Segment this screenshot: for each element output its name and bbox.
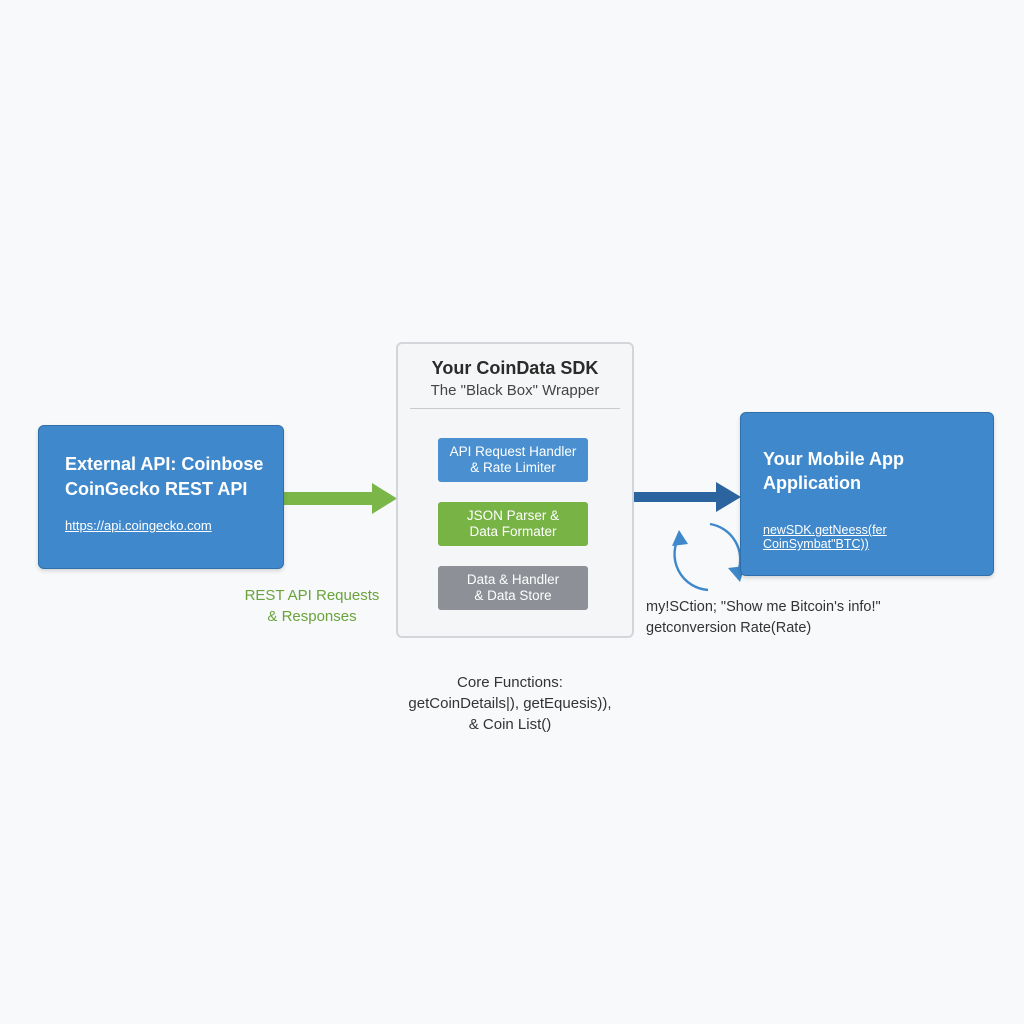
rest-arrow [284, 483, 397, 514]
rest-api-label: REST API Requests & Responses [232, 585, 392, 627]
sdk-title: Your CoinData SDK [431, 358, 599, 378]
mobile-app-sdk-call: newSDK.getNeess(fer CoinSymbat"BTC)) [763, 523, 887, 551]
core-functions-line2: getCoinDetails|), getEquesis)), [408, 695, 612, 712]
core-functions-line3: & Coin List() [468, 716, 552, 733]
module-json-parser: JSON Parser & Data Formater [438, 502, 588, 546]
external-api-url[interactable]: https://api.coingecko.com [65, 518, 212, 533]
module-data-store: Data & Handler & Data Store [438, 566, 588, 610]
mobile-app-title-line1: Your Mobile App [763, 449, 904, 469]
external-api-title-line1: External API: Coinbose [65, 454, 264, 474]
external-api-title-line2: CoinGecko REST API [65, 479, 248, 499]
module-api-request-handler: API Request Handler & Rate Limiter [438, 438, 588, 482]
core-functions-line1: Core Functions: [457, 674, 563, 691]
core-functions-label: Core Functions: getCoinDetails|), getEqu… [388, 672, 632, 735]
user-action-line2: getconversion Rate(Rate) [646, 620, 812, 636]
user-action-line1: my!SCtion; "Show me Bitcoin's info!" [646, 599, 881, 615]
external-api-box: External API: Coinbose CoinGecko REST AP… [38, 425, 284, 569]
rest-api-label-line1: REST API Requests [244, 587, 380, 604]
sdk-to-app-arrow [634, 482, 741, 512]
user-action-label: my!SCtion; "Show me Bitcoin's info!" get… [646, 597, 881, 639]
sdk-subtitle: The "Black Box" Wrapper [430, 382, 600, 399]
sdk-divider [410, 408, 620, 409]
rest-api-label-line2: & Responses [267, 608, 357, 625]
mobile-app-box: Your Mobile App Application newSDK.getNe… [740, 412, 994, 576]
sdk-box: Your CoinData SDK The "Black Box" Wrappe… [396, 342, 634, 638]
cycle-icon [672, 522, 745, 592]
mobile-app-title-line2: Application [763, 473, 861, 493]
